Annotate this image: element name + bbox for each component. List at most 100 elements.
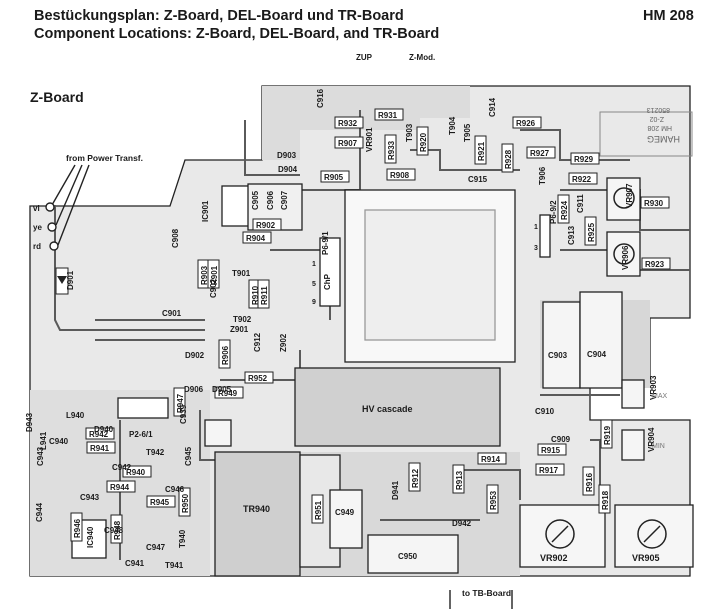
part-vr903: VR903 [649, 375, 658, 400]
resistor-r947: R947 [173, 387, 186, 417]
power-transformer-label: from Power Transf. [66, 153, 143, 163]
resistor-r945-body [146, 495, 176, 508]
capacitor-c950: C950 [398, 552, 418, 561]
capacitor-c904: C904 [587, 350, 607, 359]
transistor-t940: T940 [178, 529, 187, 548]
resistor-r901: R901 [207, 259, 220, 289]
wire-rd-label: rd [33, 242, 41, 251]
resistor-r927-body [526, 146, 556, 159]
capacitor-c941: C941 [125, 559, 145, 568]
pin-number-1b: 1 [534, 224, 538, 231]
resistor-r945-label: R945 [150, 498, 170, 507]
capacitor-c915: C915 [468, 175, 488, 184]
resistor-r907: R907 [334, 136, 364, 149]
part-vr902: VR902 [540, 553, 568, 563]
diode-d941-label: D941 [391, 480, 400, 500]
resistor-r922-body [568, 172, 598, 185]
resistor-r926-label: R926 [516, 119, 536, 128]
capacitor-c941-label: C941 [125, 559, 145, 568]
capacitor-c910: C910 [535, 407, 555, 416]
resistor-r940: R940 [122, 465, 152, 478]
resistor-r915: R915 [537, 443, 567, 456]
transistor-t942-label: T942 [146, 448, 165, 457]
resistor-r925-body [584, 216, 597, 246]
part-vr904-label: VR904 [647, 427, 656, 452]
pin-number-5: 5 [312, 281, 316, 288]
resistor-r922-label: R922 [572, 175, 592, 184]
resistor-r918-label: R918 [601, 490, 610, 510]
board-title: Z-Board [30, 89, 84, 105]
capacitor-c903: C903 [548, 351, 568, 360]
capacitor-c944-label: C944 [35, 502, 44, 522]
resistor-r932-body [334, 116, 364, 129]
resistor-r920-label: R920 [419, 132, 428, 152]
resistor-r907-label: R907 [338, 139, 358, 148]
capacitor-c901-label: C901 [162, 309, 182, 318]
transistor-t941-label: T941 [165, 561, 184, 570]
resistor-r914-body [477, 452, 507, 465]
part-l941: L941 [39, 431, 48, 450]
resistor-r932-label: R932 [338, 119, 358, 128]
diode-d905: D905 [212, 385, 232, 394]
transistor-t906-label: T906 [538, 166, 547, 185]
resistor-r923-body [641, 257, 671, 270]
resistor-r918-body [598, 484, 611, 514]
capacitor-c901: C901 [162, 309, 182, 318]
part-vr907: VR907 [625, 183, 634, 208]
transistor-t905-label: T905 [463, 123, 472, 142]
resistor-r913-label: R913 [455, 470, 464, 490]
model-number: HM 208 [643, 8, 694, 24]
part-tr940: TR940 [243, 504, 270, 514]
resistor-r941-body [86, 441, 116, 454]
transistor-t902-label: T902 [233, 315, 252, 324]
transistor-t904: T904 [448, 116, 457, 135]
resistor-r915-body [537, 443, 567, 456]
resistor-r905-label: R905 [324, 173, 344, 182]
part-vr902-label: VR902 [540, 553, 568, 563]
part-l940: L940 [66, 411, 85, 420]
resistor-r912: R912 [408, 462, 421, 492]
resistor-r903: R903 [197, 259, 210, 289]
resistor-r913-body [452, 464, 465, 494]
resistor-r902-body [252, 218, 282, 231]
resistor-r931: R931 [374, 108, 404, 121]
resistor-r946-body [70, 512, 83, 542]
capacitor-c916: C916 [316, 88, 325, 108]
resistor-r913: R913 [452, 464, 465, 494]
resistor-r905-body [320, 170, 350, 183]
resistor-r915-label: R915 [541, 446, 561, 455]
resistor-r930-body [640, 196, 670, 209]
part-p2-label: P2-6/1 [129, 430, 153, 439]
part-chp: ChP [323, 273, 332, 290]
diode-d902: D902 [185, 351, 205, 360]
resistor-r950-label: R950 [181, 493, 190, 513]
part-vr901-label: VR901 [365, 127, 374, 152]
resistor-r923: R923 [641, 257, 671, 270]
resistor-r930-label: R930 [644, 199, 664, 208]
capacitor-c943b-label: C943 [80, 493, 100, 502]
capacitor-c950-label: C950 [398, 552, 418, 561]
title-english: Component Locations: Z-Board, DEL-Board,… [34, 26, 440, 42]
resistor-r920-body [416, 126, 429, 156]
resistor-r931-body [374, 108, 404, 121]
resistor-r926: R926 [512, 116, 542, 129]
hv-cascade-label: HV cascade [362, 404, 413, 414]
resistor-r905: R905 [320, 170, 350, 183]
resistor-r904-label: R904 [246, 234, 266, 243]
pin-number-3: 3 [534, 245, 538, 252]
capacitor-c942: C942 [112, 463, 132, 472]
resistor-r920: R920 [416, 126, 429, 156]
part-p2: P2-6/1 [129, 430, 153, 439]
resistor-r916-label: R916 [585, 472, 594, 492]
resistor-r906: R906 [218, 339, 231, 369]
transistor-t903: T903 [405, 123, 414, 142]
resistor-r952: R952 [244, 371, 274, 384]
resistor-r953-label: R953 [489, 490, 498, 510]
resistor-r951-body [311, 494, 324, 524]
capacitor-c910-label: C910 [535, 407, 555, 416]
zup-label: ZUP [356, 53, 373, 62]
resistor-r942: R942 [85, 427, 115, 440]
resistor-r906-body [218, 339, 231, 369]
resistor-r923-label: R923 [645, 260, 665, 269]
resistor-r927-label: R927 [530, 149, 550, 158]
